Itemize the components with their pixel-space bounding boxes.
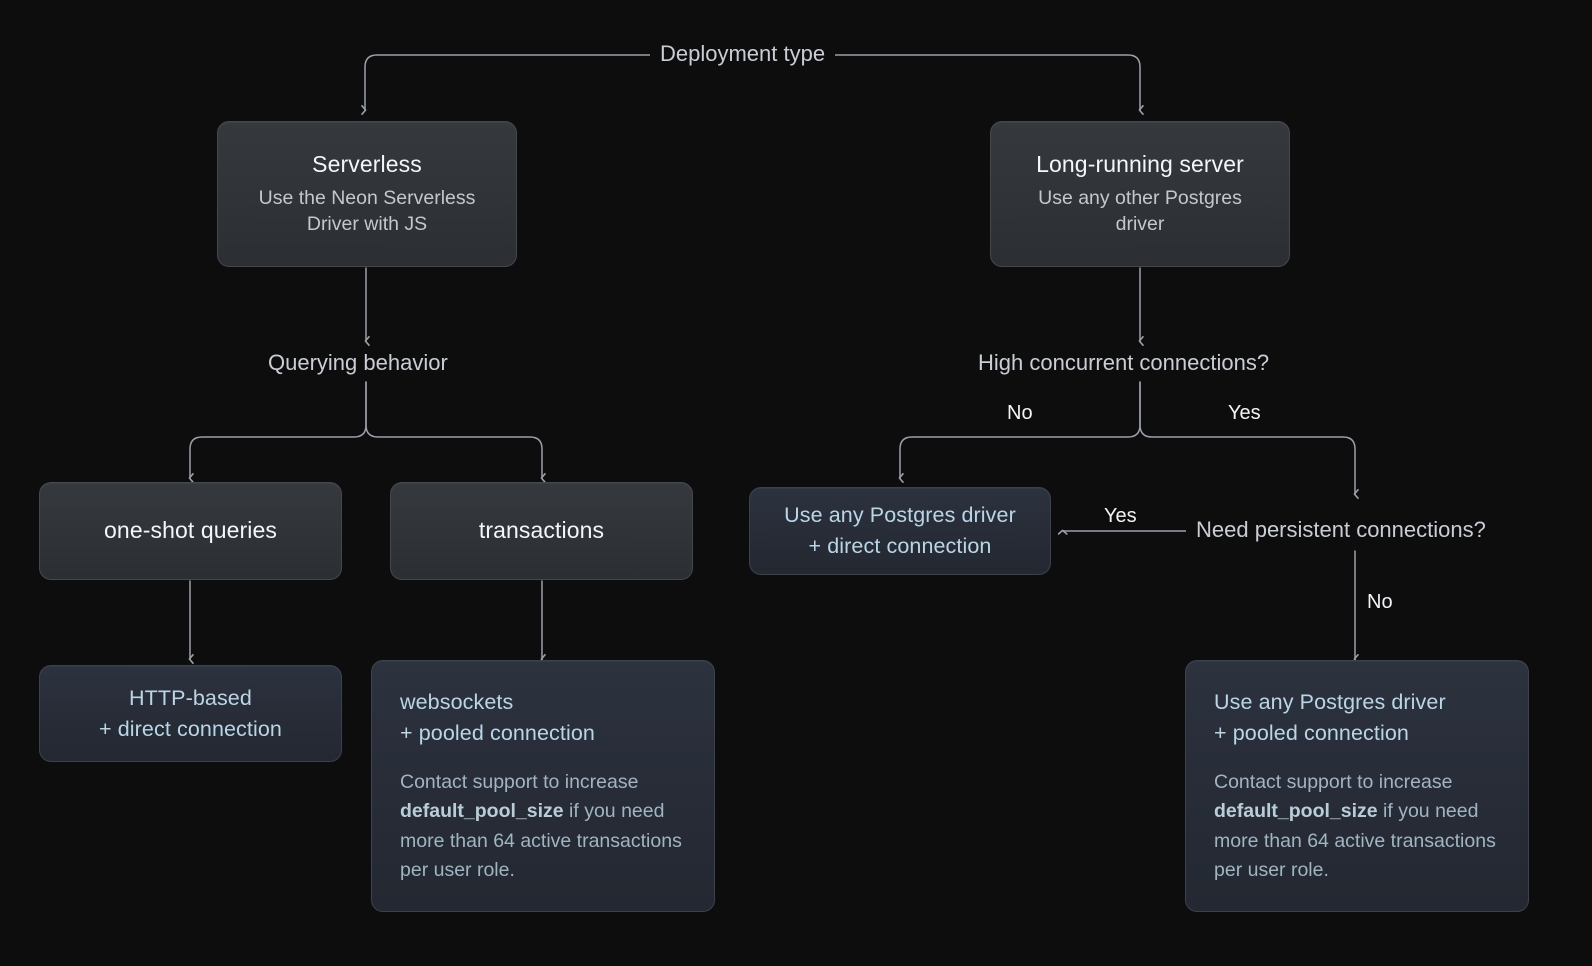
node-http-direct-connection[interactable]: HTTP-based + direct connection bbox=[39, 665, 342, 762]
note-text-after: if you need more than 64 active transact… bbox=[1214, 800, 1496, 881]
node-pg-pooled-note: Contact support to increase default_pool… bbox=[1214, 768, 1500, 885]
label-deployment-type: Deployment type bbox=[650, 43, 836, 65]
edge-label-concurrent-yes: Yes bbox=[1221, 403, 1268, 423]
node-one-shot-queries[interactable]: one-shot queries bbox=[39, 482, 342, 580]
edge-querying-to-oneshot bbox=[190, 381, 367, 478]
node-http-direct-title: HTTP-based + direct connection bbox=[99, 685, 282, 741]
node-serverless[interactable]: Serverless Use the Neon Serverless Drive… bbox=[217, 121, 517, 267]
edge-label-persistent-yes: Yes bbox=[1097, 506, 1144, 526]
edge-querying-to-transactions bbox=[365, 381, 542, 478]
node-long-running-server[interactable]: Long-running server Use any other Postgr… bbox=[990, 121, 1290, 267]
edge-label-persistent-no: No bbox=[1360, 592, 1400, 612]
node-transactions-title: transactions bbox=[478, 517, 605, 544]
note-text-before: Contact support to increase bbox=[1214, 771, 1453, 794]
edge-concurrent-yes bbox=[1139, 381, 1355, 494]
node-pg-pooled-title: Use any Postgres driver + pooled connect… bbox=[1214, 689, 1446, 745]
node-websockets-pooled-title: websockets + pooled connection bbox=[400, 689, 595, 745]
note-text-after: if you need more than 64 active transact… bbox=[400, 800, 682, 881]
node-long-running-subtitle: Use any other Postgres driver bbox=[1038, 186, 1242, 236]
node-pg-direct-connection[interactable]: Use any Postgres driver + direct connect… bbox=[749, 487, 1051, 575]
node-websockets-pooled-connection[interactable]: websockets + pooled connection Contact s… bbox=[371, 660, 715, 912]
node-pg-direct-title: Use any Postgres driver + direct connect… bbox=[784, 503, 1016, 558]
note-text-before: Contact support to increase bbox=[400, 771, 639, 794]
edge-concurrent-no bbox=[900, 381, 1141, 478]
node-websockets-pooled-note: Contact support to increase default_pool… bbox=[400, 768, 686, 885]
node-long-running-title: Long-running server bbox=[1036, 151, 1244, 178]
label-high-concurrent-connections: High concurrent connections? bbox=[968, 352, 1280, 374]
edge-label-concurrent-no: No bbox=[1000, 403, 1040, 423]
node-serverless-subtitle: Use the Neon Serverless Driver with JS bbox=[258, 186, 476, 236]
node-transactions[interactable]: transactions bbox=[390, 482, 693, 580]
node-one-shot-queries-title: one-shot queries bbox=[104, 517, 277, 544]
node-pg-pooled-connection[interactable]: Use any Postgres driver + pooled connect… bbox=[1185, 660, 1529, 912]
node-serverless-title: Serverless bbox=[312, 151, 422, 178]
label-querying-behavior: Querying behavior bbox=[258, 352, 458, 374]
note-code-default-pool-size: default_pool_size bbox=[400, 800, 564, 823]
note-code-default-pool-size: default_pool_size bbox=[1214, 800, 1378, 823]
label-need-persistent-connections: Need persistent connections? bbox=[1186, 519, 1496, 541]
